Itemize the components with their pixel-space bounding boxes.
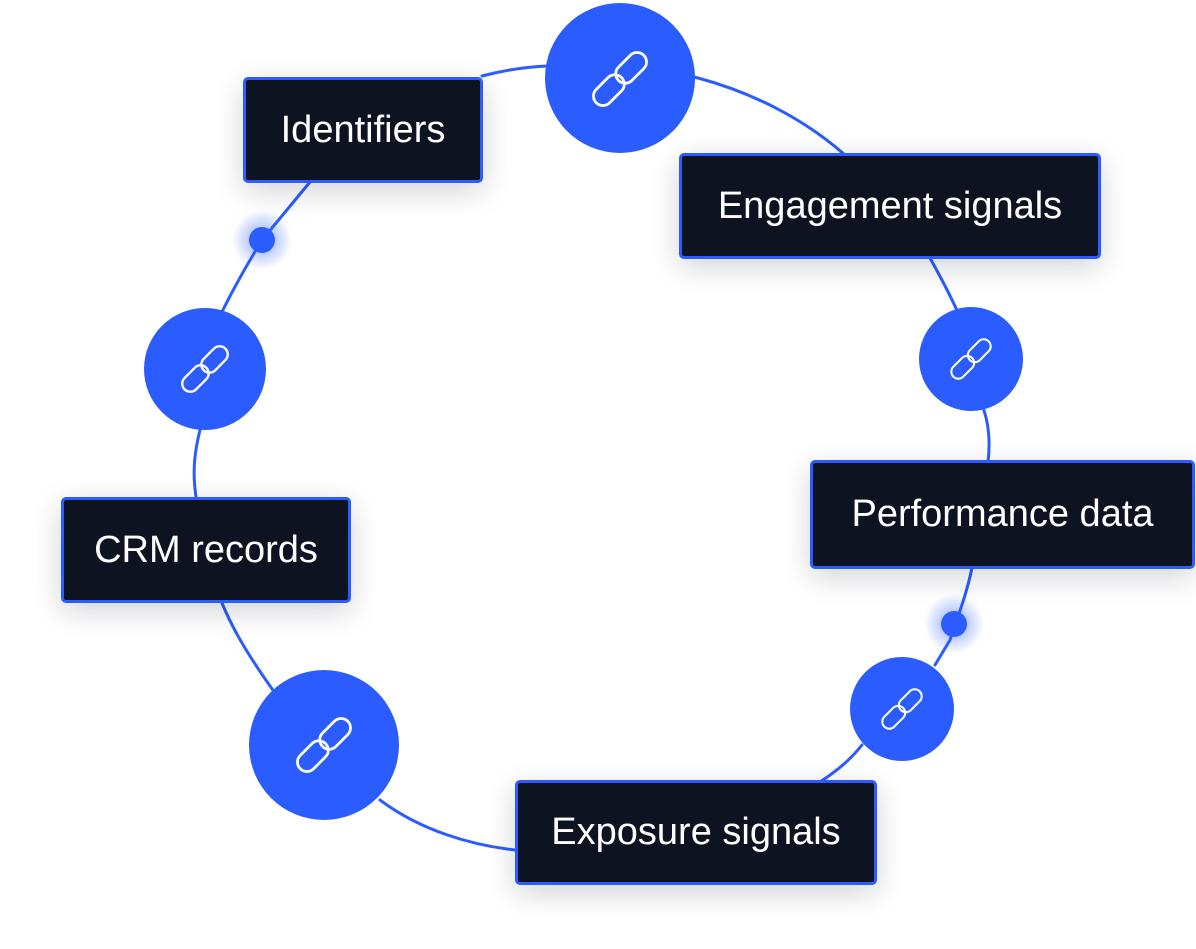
engagement-signals-box: Engagement signals: [679, 153, 1101, 259]
link-node-right-upper: [919, 307, 1023, 411]
engagement-signals-label: Engagement signals: [717, 184, 1063, 227]
junction-dot: [249, 227, 275, 253]
junction-dot: [941, 611, 967, 637]
link-node-top: [545, 3, 695, 153]
performance-data-box: Performance data: [810, 460, 1195, 569]
exposure-signals-label: Exposure signals: [551, 811, 841, 853]
crm-records-box: CRM records: [61, 497, 351, 603]
link-node-bottom-left: [249, 670, 399, 820]
exposure-signals-box: Exposure signals: [515, 780, 877, 885]
crm-records-label: CRM records: [94, 528, 318, 571]
link-node-left: [144, 308, 266, 430]
performance-data-label: Performance data: [851, 493, 1154, 535]
link-node-right-lower: [850, 657, 954, 761]
identifiers-box: Identifiers: [243, 77, 483, 183]
identifiers-label: Identifiers: [280, 108, 446, 151]
